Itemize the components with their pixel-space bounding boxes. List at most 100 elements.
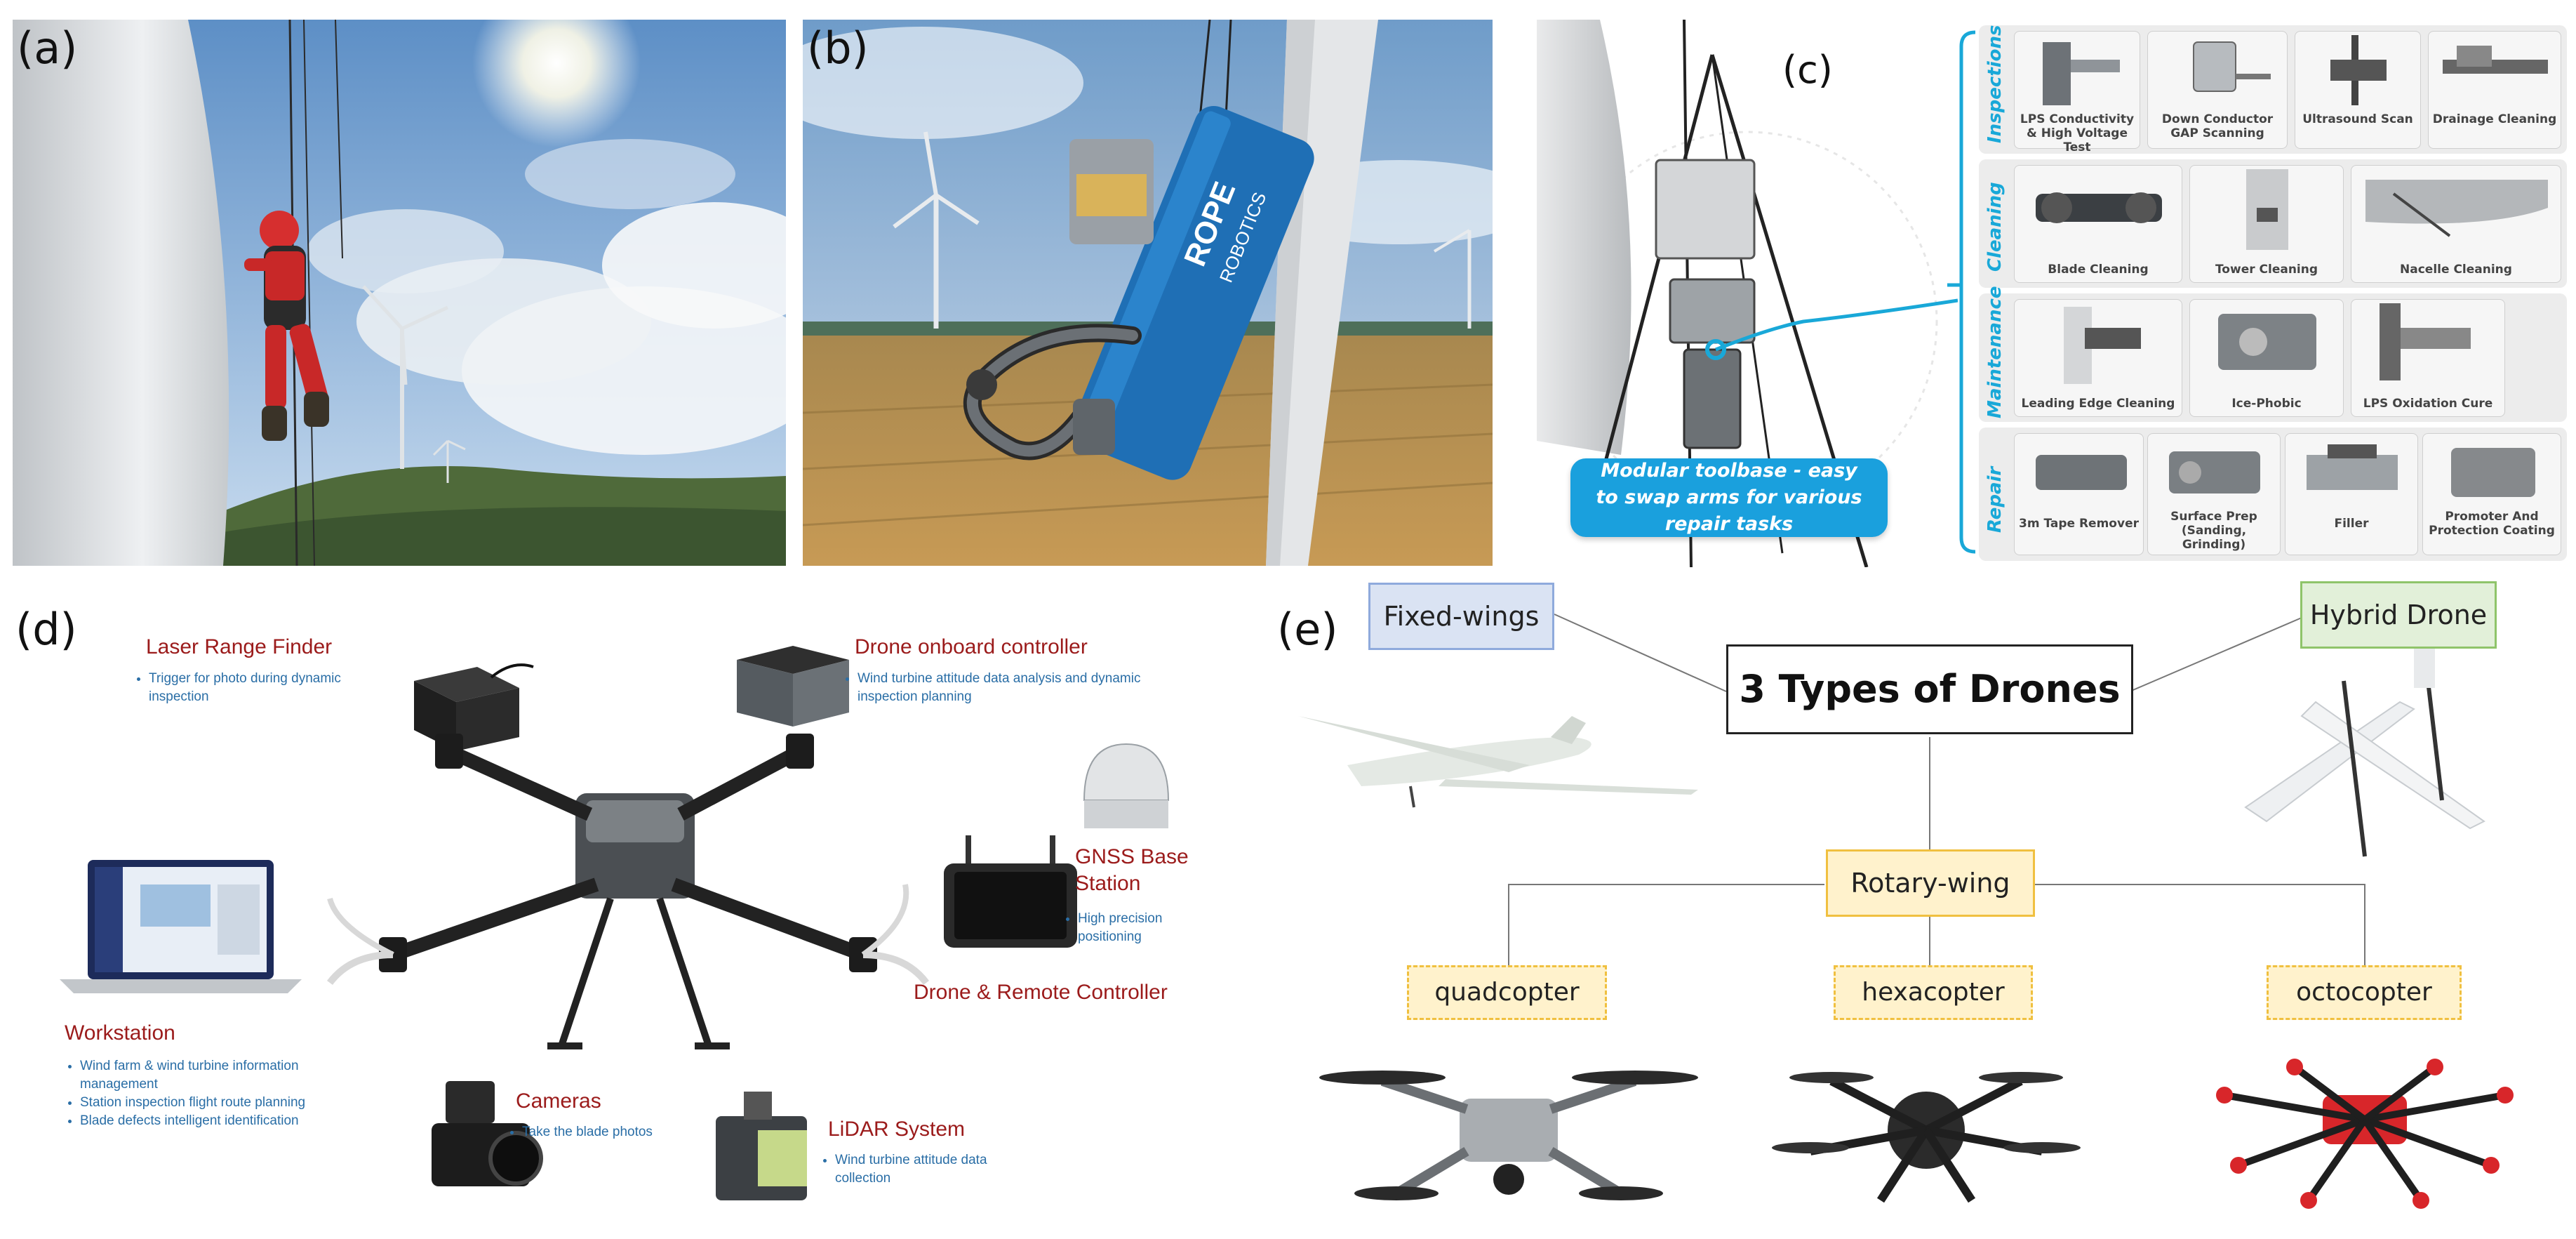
tool-blade-cleaning: Blade Cleaning (2014, 165, 2182, 283)
panel-e-label: (e) (1277, 604, 1338, 655)
category-inspections: Inspections LPS Conductivity & High Volt… (1979, 25, 2567, 154)
tool-filler-image (2307, 444, 2398, 490)
tool-surface-prep-label: Surface Prep (Sanding, Grinding) (2170, 510, 2257, 552)
panel-c-label: (c) (1782, 48, 1833, 92)
workstation-bullet-2: Station inspection flight route planning (80, 1094, 312, 1112)
panel-c: (c) Modular toolbase - easy to swap arms… (1537, 20, 2568, 567)
tool-blade-cleaning-label: Blade Cleaning (2048, 263, 2149, 277)
workstation-bullet-1: Wind farm & wind turbine information man… (80, 1057, 312, 1094)
tool-promoter-image (2451, 448, 2535, 497)
panel-b-photo: ROPE ROBOTICS (803, 20, 1493, 566)
lidar-title: LiDAR System (828, 1118, 966, 1141)
tool-lps-conductivity-image (2043, 42, 2120, 105)
inspection-drone (327, 734, 929, 1049)
gnss-base-station-device (1083, 743, 1170, 828)
tool-tape-remover-image (2036, 455, 2127, 490)
panel-a-label: (a) (17, 22, 78, 74)
lidar-bullets: Wind turbine attitude data collection (820, 1151, 1046, 1188)
toolbase-robot-illustration (1537, 20, 1958, 567)
tool-leading-edge-cleaning-label: Leading Edge Cleaning (2021, 397, 2175, 411)
tool-promoter-label: Promoter And Protection Coating (2429, 510, 2555, 538)
category-inspections-label: Inspections (1984, 25, 2006, 143)
tool-ultrasound-scan-label: Ultrasound Scan (2302, 112, 2413, 126)
workstation-bullet-3: Blade defects intelligent identification (80, 1112, 312, 1130)
lidar-bullet: Wind turbine attitude data collection (835, 1151, 1046, 1188)
category-maintenance: Maintenance Leading Edge Cleaning Ice-Ph… (1979, 286, 2567, 422)
tool-down-conductor-label: Down Conductor GAP Scanning (2161, 112, 2274, 140)
tool-drainage-cleaning-image (2443, 46, 2548, 74)
rotary-wing-node: Rotary-wing (1826, 849, 2035, 917)
tool-filler-label: Filler (2334, 517, 2369, 531)
tool-lps-oxidation: LPS Oxidation Cure (2351, 299, 2505, 417)
tool-lps-conductivity-label: LPS Conductivity & High Voltage Test (2020, 112, 2135, 154)
tool-ultrasound-scan: Ultrasound Scan (2295, 31, 2421, 149)
octocopter-node: octocopter (2267, 965, 2462, 1020)
lidar-device (716, 1092, 807, 1200)
gnss-bullets: High precision positioning (1062, 910, 1218, 946)
fixed-wing-drone (1298, 716, 1698, 808)
workstation-laptop (60, 860, 302, 993)
octocopter-drone (2216, 1059, 2514, 1209)
tool-leading-edge-cleaning-image (2064, 307, 2141, 384)
tool-tower-cleaning: Tower Cleaning (2189, 165, 2344, 283)
panel-b-label: (b) (807, 22, 869, 74)
category-maintenance-label: Maintenance (1984, 286, 2006, 418)
laser-bullets: Trigger for photo during dynamic inspect… (133, 670, 401, 706)
tool-surface-prep: Surface Prep (Sanding, Grinding) (2147, 433, 2281, 555)
callout-text: Modular toolbase - easy to swap arms for… (1596, 460, 1862, 535)
tool-promoter: Promoter And Protection Coating (2422, 433, 2561, 555)
rope-robot-illustration: ROPE ROBOTICS (803, 20, 1493, 566)
tool-tower-cleaning-image (2246, 169, 2288, 253)
drone-types-connectors (1298, 614, 2514, 1209)
hybrid-node: Hybrid Drone (2300, 581, 2497, 649)
tool-tape-remover: 3m Tape Remover (2014, 433, 2144, 555)
camera-device (432, 1081, 543, 1186)
callout-box: Modular toolbase - easy to swap arms for… (1570, 458, 1888, 537)
laser-range-finder-device (414, 663, 534, 751)
tool-lps-conductivity: LPS Conductivity & High Voltage Test (2014, 31, 2140, 154)
tool-ice-phobic-label: Ice-Phobic (2231, 397, 2302, 411)
hybrid-vtol-drone (2244, 646, 2485, 857)
category-repair: Repair 3m Tape Remover Surface Prep (San… (1979, 428, 2567, 561)
root-node: 3 Types of Drones (1726, 644, 2133, 734)
tool-lps-oxidation-image (2380, 303, 2471, 380)
onboard-bullet: Wind turbine attitude data analysis and … (857, 670, 1152, 706)
hexacopter-drone (1772, 1072, 2081, 1203)
fixed-wing-node: Fixed-wings (1368, 583, 1554, 650)
category-cleaning: Cleaning Blade Cleaning Tower Cleaning N… (1979, 159, 2567, 288)
tool-nacelle-cleaning: Nacelle Cleaning (2351, 165, 2561, 283)
tool-down-conductor-image (2193, 41, 2271, 92)
quadcopter-drone (1319, 1071, 1698, 1200)
robot-body: ROPE ROBOTICS (1072, 105, 1314, 480)
category-bracket (1947, 30, 1976, 554)
tool-leading-edge-cleaning: Leading Edge Cleaning (2014, 299, 2182, 417)
remote-controller-device (944, 835, 1077, 948)
tool-drainage-cleaning: Drainage Cleaning (2428, 31, 2561, 149)
laser-title: Laser Range Finder (146, 635, 333, 658)
rope-technician-illustration (13, 20, 786, 566)
tool-ice-phobic: Ice-Phobic (2189, 299, 2344, 417)
tool-nacelle-cleaning-label: Nacelle Cleaning (2400, 263, 2512, 277)
tool-lps-oxidation-label: LPS Oxidation Cure (2363, 397, 2493, 411)
tool-down-conductor: Down Conductor GAP Scanning (2147, 31, 2288, 149)
onboard-controller-device (737, 646, 849, 727)
cameras-bullet: Take the blade photos (522, 1123, 719, 1141)
onboard-bullets: Wind turbine attitude data analysis and … (842, 670, 1152, 706)
tool-blade-cleaning-image (2036, 192, 2162, 223)
tool-tape-remover-label: 3m Tape Remover (2019, 517, 2139, 531)
workstation-title: Workstation (65, 1021, 175, 1045)
cameras-title: Cameras (516, 1089, 601, 1113)
panel-a-photo (13, 20, 786, 566)
laser-bullet: Trigger for photo during dynamic inspect… (149, 670, 401, 706)
cameras-bullets: Take the blade photos (507, 1123, 719, 1141)
tool-nacelle-cleaning-image (2365, 180, 2548, 237)
technician (244, 211, 329, 441)
hexacopter-node: hexacopter (1834, 965, 2033, 1020)
quadcopter-node: quadcopter (1407, 965, 1607, 1020)
panel-d-label: (d) (15, 604, 77, 655)
category-repair-label: Repair (1984, 466, 2006, 533)
remote-title: Drone & Remote Controller (914, 981, 1168, 1004)
workstation-bullets: Wind farm & wind turbine information man… (65, 1057, 312, 1130)
onboard-title: Drone onboard controller (855, 635, 1088, 658)
tool-filler: Filler (2285, 433, 2418, 555)
